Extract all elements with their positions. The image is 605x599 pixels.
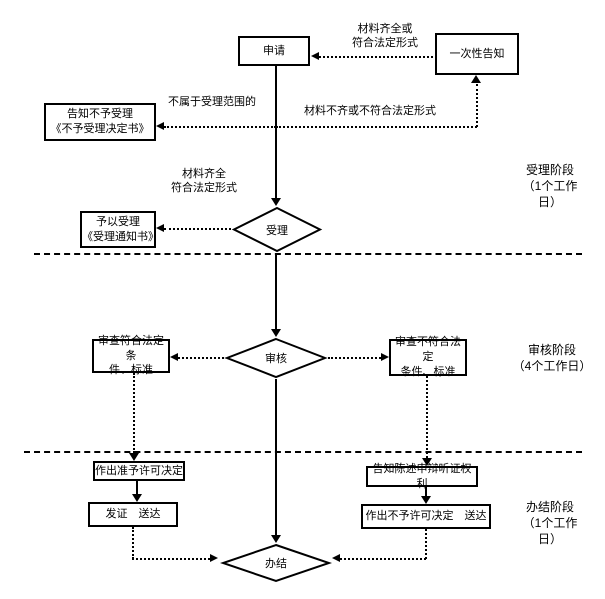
one-time-notice-box: 一次性告知	[435, 33, 519, 75]
connector-review-to-fail	[328, 357, 381, 359]
connector-issue-to-finish-horizontal	[132, 558, 210, 560]
connector-accept-to-review	[275, 253, 277, 330]
connector-pass-to-grant	[133, 373, 135, 453]
review-decision-label: 审核	[265, 353, 287, 365]
accept-decision-label: 受理	[266, 224, 288, 237]
connector-issue-to-finish-vertical	[132, 527, 134, 559]
accept-notice-box: 予以受理 《受理通知书》	[80, 211, 159, 248]
arrowhead-left-icon	[170, 353, 178, 361]
connector-apply-to-accept	[275, 66, 277, 199]
review-pass-box: 审查符合法定条 件、标准	[92, 335, 170, 376]
connector-to-reject-notice	[164, 126, 276, 128]
connector-accept-to-notice	[164, 228, 231, 230]
edge-label-materials-complete-mid: 材料齐全 符合法定形式	[171, 168, 237, 195]
connector-hearing-to-deny	[425, 487, 427, 497]
arrowhead-right-icon	[381, 353, 389, 361]
diamond-shape-icon	[224, 337, 328, 379]
stage-label-finish: 办结阶段 （1个工作 日）	[522, 500, 578, 547]
arrowhead-left-icon	[156, 122, 164, 130]
arrowhead-down-icon	[271, 329, 281, 337]
apply-box: 申请	[238, 36, 310, 66]
connector-review-to-finish	[275, 379, 277, 536]
deny-decision-box: 作出不予许可决定 送达	[361, 504, 491, 529]
reject-notice-box: 告知不予受理 《不予受理决定书》	[44, 103, 156, 141]
diamond-shape-icon	[219, 543, 333, 583]
connector-grant-to-issue	[136, 481, 138, 495]
hearing-rights-box: 告知陈述申辩听证权利	[366, 463, 478, 490]
diamond-shape-icon	[231, 206, 323, 253]
stage-separator-1	[34, 253, 582, 255]
arrowhead-down-icon	[422, 458, 432, 466]
connector-review-to-pass	[178, 357, 224, 359]
stage-label-accept: 受理阶段 （1个工作 日）	[522, 163, 578, 210]
edge-label-out-of-scope: 不属于受理范围的	[168, 96, 256, 108]
review-fail-box: 审查不符合法定 条件、标准	[389, 336, 467, 378]
finish-decision-label: 办结	[265, 558, 287, 570]
edge-label-materials-complete-top: 材料齐全或 符合法定形式	[352, 23, 418, 50]
arrowhead-down-icon	[132, 494, 142, 502]
arrowhead-up-icon	[471, 75, 481, 83]
connector-deny-to-finish-horizontal	[340, 558, 426, 560]
arrowhead-down-icon	[271, 535, 281, 543]
finish-decision-diamond: 办结	[219, 543, 333, 583]
arrowhead-down-icon	[421, 496, 431, 504]
arrowhead-down-icon	[271, 198, 281, 206]
edge-label-materials-incomplete: 材料不齐或不符合法定形式	[304, 105, 436, 117]
arrowhead-right-icon	[210, 554, 218, 562]
accept-decision-diamond: 受理	[231, 206, 323, 253]
connector-deny-to-finish-vertical	[425, 529, 427, 559]
arrowhead-left-icon	[311, 52, 319, 60]
connector-to-notice-horizontal	[276, 126, 477, 128]
grant-decision-box: 作出准予许可决定	[93, 461, 185, 481]
issue-deliver-box: 发证 送达	[88, 502, 178, 527]
stage-label-review: 审核阶段 （4个工作日）	[512, 343, 592, 374]
connector-fail-to-hearing	[426, 376, 428, 458]
review-decision-diamond: 审核	[224, 337, 328, 379]
arrowhead-left-icon	[156, 224, 164, 232]
connector-notice-to-apply	[319, 56, 433, 58]
connector-to-notice-vertical	[476, 84, 478, 127]
stage-separator-2	[24, 451, 582, 453]
arrowhead-down-icon	[129, 453, 139, 461]
arrowhead-left-icon	[332, 554, 340, 562]
